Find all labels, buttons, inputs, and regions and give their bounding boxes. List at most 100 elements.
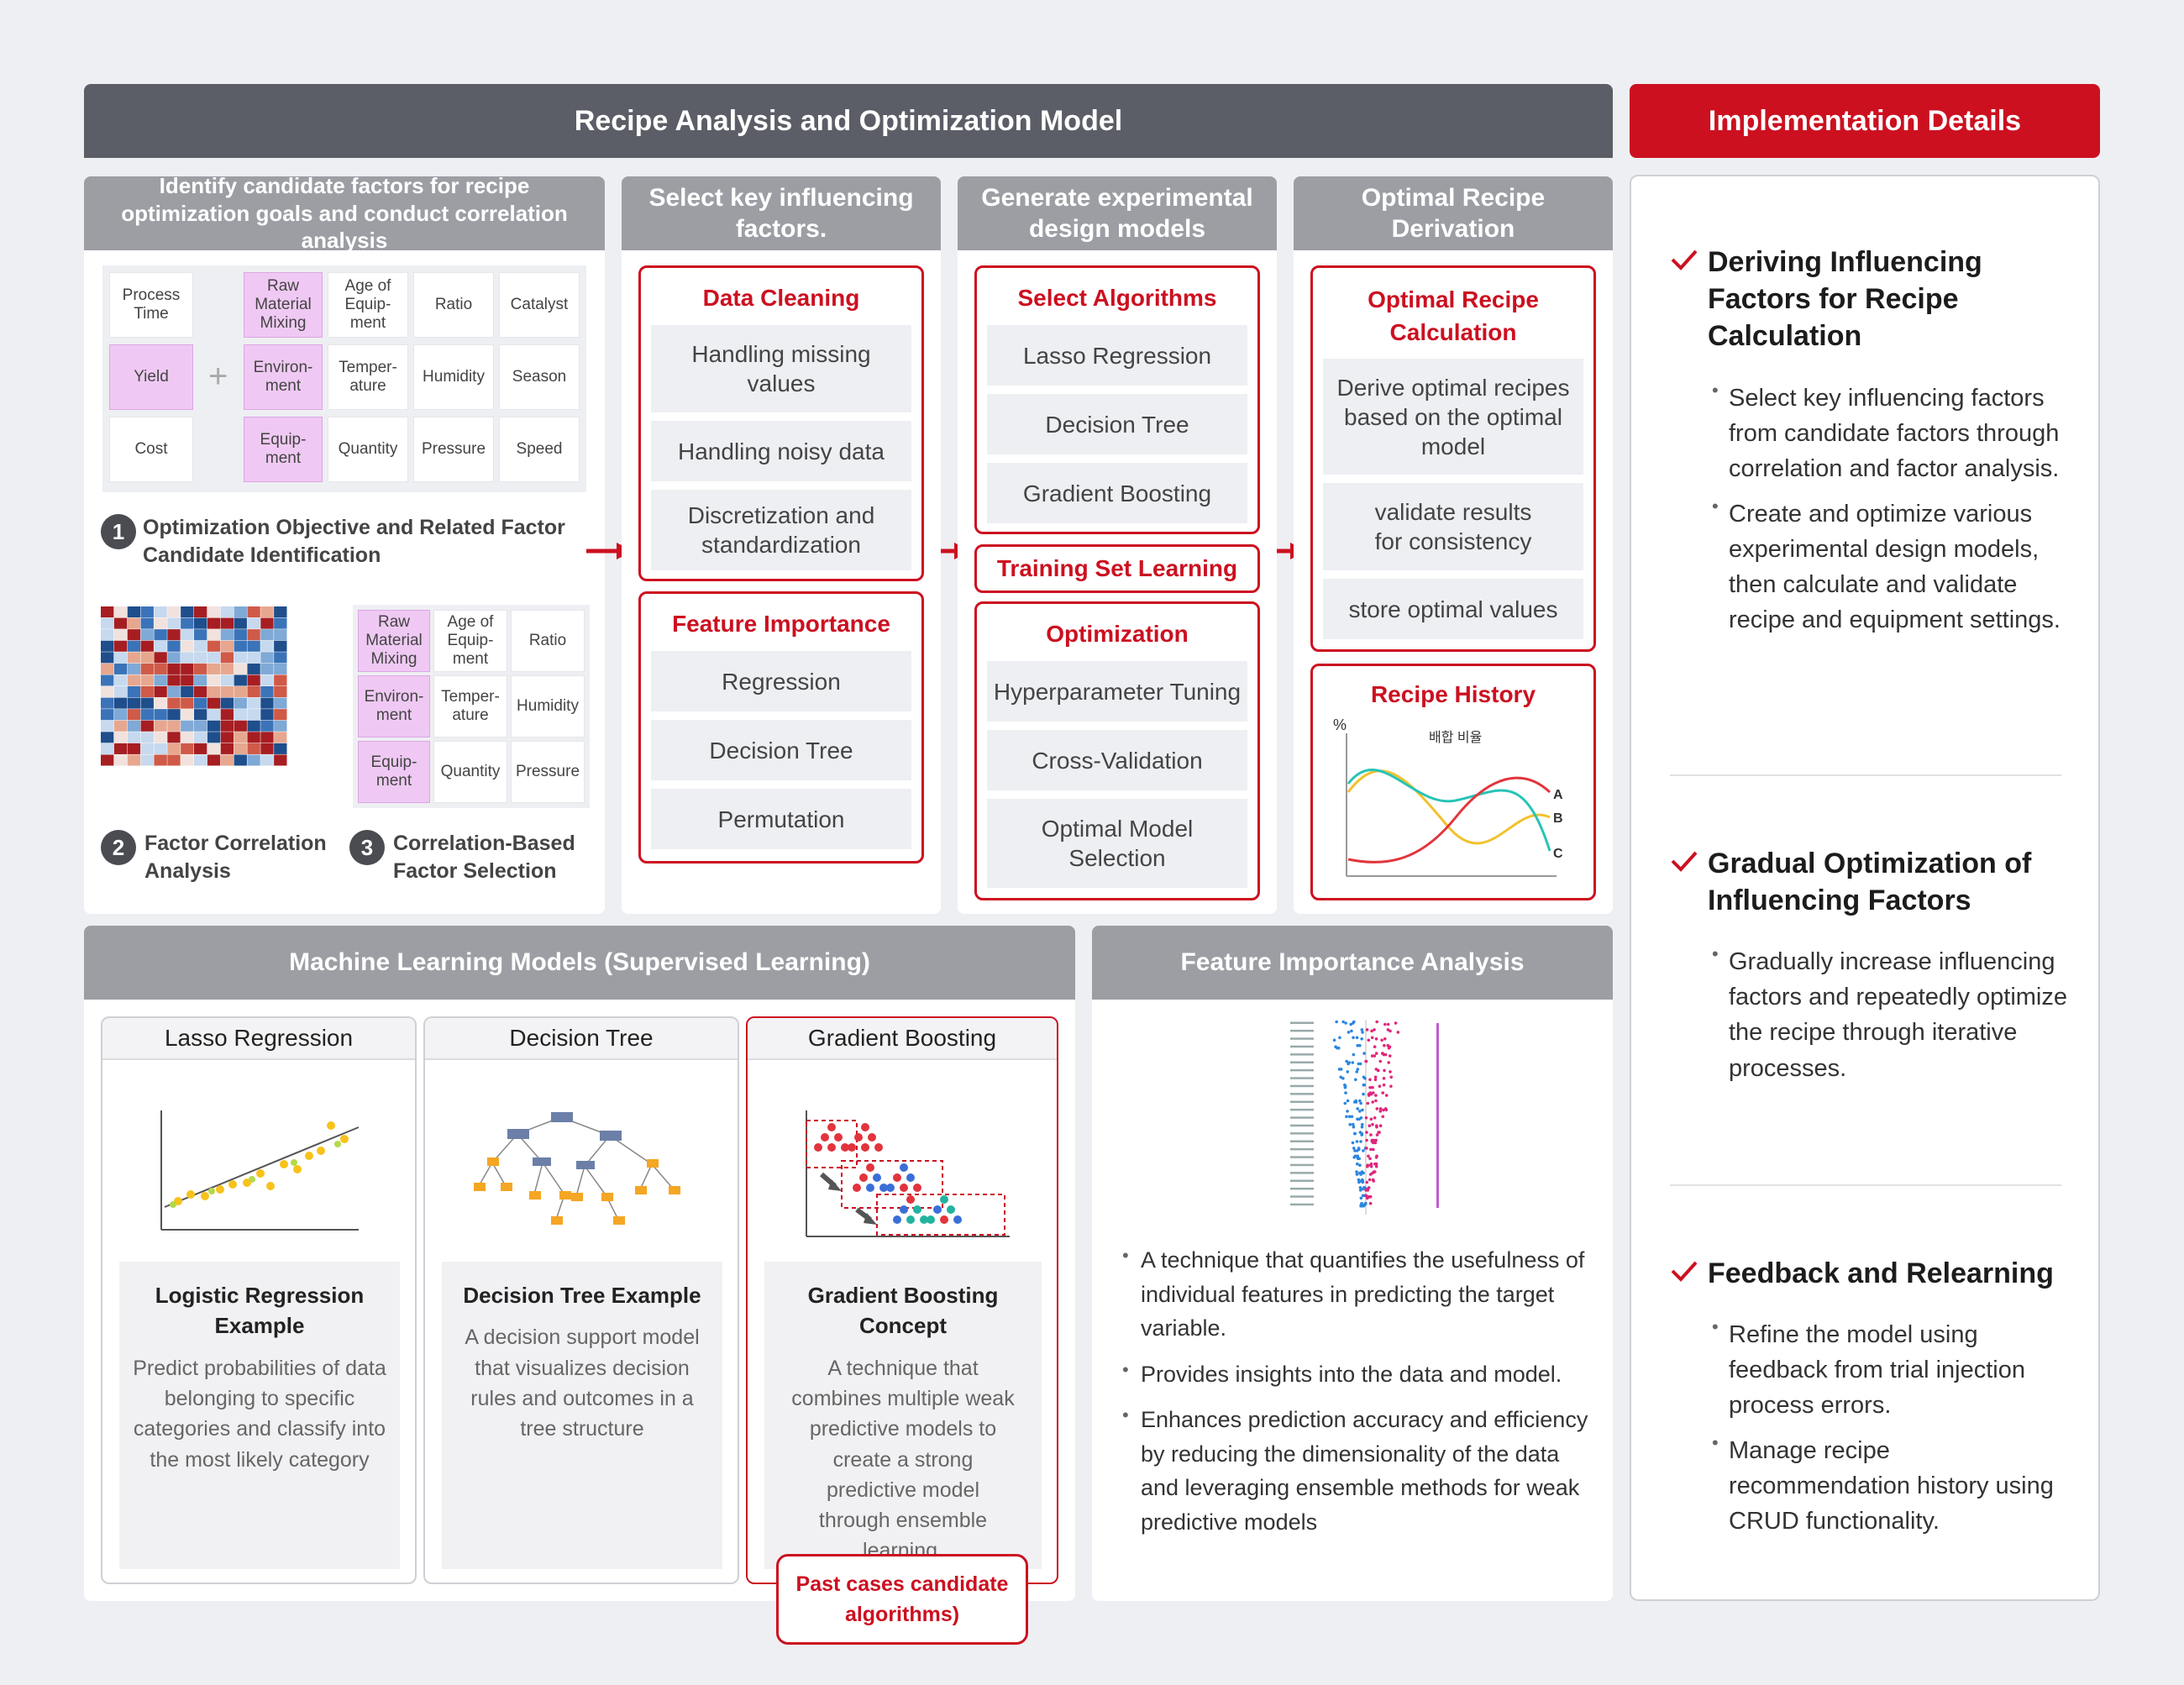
shap-point bbox=[1361, 1108, 1364, 1112]
ml-card-decision-tree: Decision Tree Decision Tree Example A de… bbox=[423, 1016, 739, 1584]
tree-node bbox=[868, 1133, 876, 1142]
heatmap-cell bbox=[181, 697, 194, 709]
heatmap-cell bbox=[194, 697, 207, 709]
tree-node bbox=[913, 1205, 921, 1214]
heatmap-cell bbox=[181, 743, 194, 754]
shap-point bbox=[1394, 1021, 1398, 1025]
shap-point bbox=[1373, 1078, 1378, 1082]
step3-label: Correlation-Based Factor Selection bbox=[393, 832, 575, 883]
heatmap-cell bbox=[220, 675, 234, 686]
card-description: Gradient Boosting Concept A technique th… bbox=[764, 1262, 1042, 1569]
heatmap-cell bbox=[207, 629, 221, 641]
shap-point bbox=[1371, 1178, 1375, 1182]
heatmap-cell bbox=[247, 709, 260, 721]
heatmap-cell bbox=[247, 652, 260, 664]
shap-point bbox=[1360, 1125, 1364, 1129]
heatmap-cell bbox=[247, 675, 260, 686]
impl-item: Select key influencing factors from cand… bbox=[1712, 377, 2073, 486]
heatmap-cell bbox=[181, 663, 194, 675]
shap-point bbox=[1381, 1091, 1384, 1094]
shap-point bbox=[1371, 1141, 1375, 1145]
shap-point bbox=[1332, 1038, 1336, 1042]
heatmap-cell bbox=[234, 652, 247, 664]
shap-point bbox=[1357, 1043, 1362, 1047]
tree-node bbox=[861, 1123, 869, 1131]
chart-y-label: % bbox=[1333, 717, 1347, 733]
step-item: Lasso Regression bbox=[987, 325, 1247, 386]
heatmap-cell bbox=[127, 697, 141, 709]
heatmap-cell bbox=[234, 686, 247, 698]
shap-point bbox=[1371, 1091, 1375, 1094]
heatmap-cell bbox=[207, 720, 221, 732]
step-item: Decision Tree bbox=[651, 720, 911, 780]
heatmap-cell bbox=[260, 697, 274, 709]
heatmap-cell bbox=[167, 709, 181, 721]
impl-section-title: Feedback and Relearning bbox=[1670, 1255, 2073, 1292]
shap-point bbox=[1358, 1062, 1362, 1066]
heatmap-cell bbox=[181, 606, 194, 618]
shap-point bbox=[1359, 1101, 1362, 1105]
card-desc-title: Decision Tree Example bbox=[463, 1283, 701, 1308]
tree-node bbox=[900, 1184, 908, 1192]
heatmap-cell bbox=[167, 663, 181, 675]
heatmap-cell bbox=[247, 663, 260, 675]
scatter-regression-illustration bbox=[160, 1110, 360, 1231]
heatmap-cell bbox=[234, 720, 247, 732]
heatmap-cell bbox=[234, 697, 247, 709]
heatmap-cell bbox=[154, 743, 167, 754]
check-icon bbox=[1671, 249, 1698, 270]
heatmap-cell bbox=[140, 709, 154, 721]
shap-point bbox=[1366, 1101, 1370, 1105]
heatmap-cell bbox=[194, 754, 207, 766]
heatmap-cell bbox=[247, 720, 260, 732]
shap-point bbox=[1374, 1138, 1378, 1142]
heatmap-cell bbox=[181, 686, 194, 698]
shap-point bbox=[1383, 1043, 1386, 1047]
shap-point bbox=[1374, 1164, 1378, 1168]
card-title: Lasso Regression bbox=[102, 1018, 415, 1060]
shap-point bbox=[1350, 1029, 1353, 1033]
heatmap-cell bbox=[207, 754, 221, 766]
shap-point bbox=[1387, 1046, 1391, 1050]
shap-point bbox=[1369, 1133, 1373, 1136]
shap-point bbox=[1365, 1131, 1368, 1134]
grid1-cell: Age of Equip-ment bbox=[328, 272, 408, 338]
shap-point bbox=[1359, 1173, 1362, 1176]
shap-point bbox=[1368, 1173, 1373, 1176]
shap-summary-plot bbox=[1290, 1020, 1439, 1215]
heatmap-cell bbox=[274, 697, 287, 709]
shap-point bbox=[1361, 1031, 1364, 1034]
shap-point bbox=[1352, 1100, 1357, 1104]
shap-point bbox=[1351, 1141, 1355, 1145]
heatmap-cell bbox=[274, 640, 287, 652]
heatmap-cell bbox=[140, 686, 154, 698]
heatmap-cell bbox=[234, 606, 247, 618]
shap-point bbox=[1363, 1077, 1367, 1080]
grid2-cell: Temper-ature bbox=[433, 675, 507, 738]
tree-node bbox=[827, 1143, 836, 1152]
heatmap-cell bbox=[247, 640, 260, 652]
shap-point bbox=[1386, 1028, 1390, 1031]
fia-header: Feature Importance Analysis bbox=[1092, 926, 1613, 1000]
heatmap-cell bbox=[154, 754, 167, 766]
shap-point bbox=[1364, 1116, 1368, 1120]
heatmap-cell bbox=[207, 617, 221, 629]
feature-label bbox=[1290, 1053, 1314, 1056]
heatmap-cell bbox=[101, 743, 114, 754]
shap-point bbox=[1346, 1070, 1350, 1073]
heatmap-cell bbox=[194, 663, 207, 675]
shap-point bbox=[1374, 1099, 1378, 1103]
heatmap-cell bbox=[207, 686, 221, 698]
heatmap-cell bbox=[101, 663, 114, 675]
select-algorithms-title: Select Algorithms bbox=[1017, 285, 1217, 311]
heatmap-cell bbox=[181, 617, 194, 629]
card-title: Gradient Boosting bbox=[748, 1018, 1057, 1060]
shap-point bbox=[1358, 1110, 1362, 1113]
shap-point bbox=[1364, 1059, 1368, 1063]
step-item: Cross-Validation bbox=[987, 730, 1247, 790]
step3-number: 3 bbox=[349, 830, 385, 865]
shap-point bbox=[1348, 1122, 1352, 1126]
heatmap-cell bbox=[234, 732, 247, 743]
shap-point bbox=[1343, 1083, 1347, 1087]
recipe-history-box: Recipe History % 배합 비율 A B C bbox=[1310, 664, 1596, 900]
